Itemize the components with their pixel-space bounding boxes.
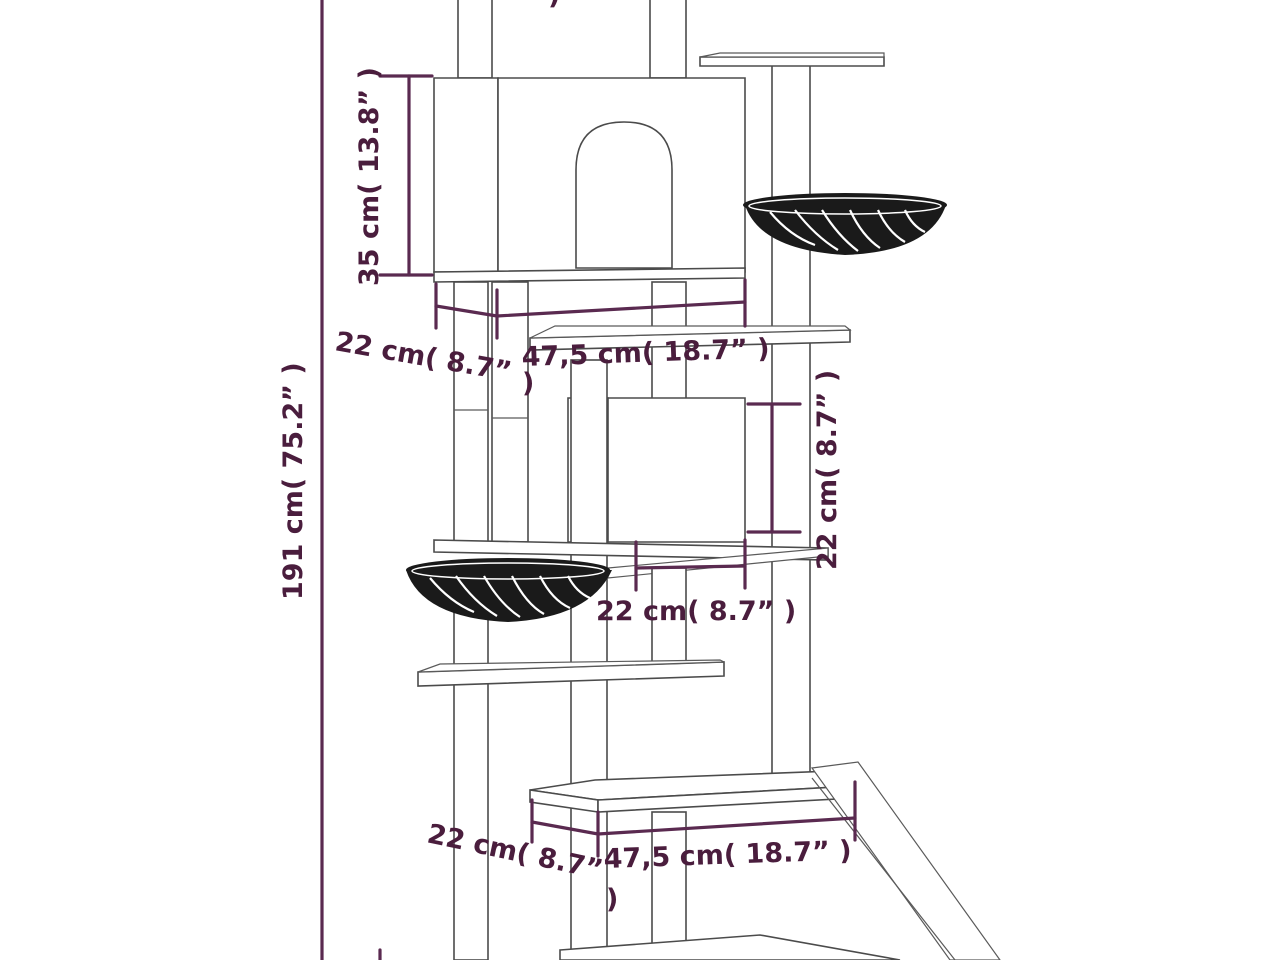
box-height-label: 22 cm( 8.7” ) bbox=[812, 370, 843, 570]
right-tall-post bbox=[771, 61, 811, 775]
bottom-base bbox=[559, 934, 901, 960]
post-base-1 bbox=[651, 811, 687, 960]
house-depth-close-label: ) bbox=[522, 368, 534, 399]
box-width-line bbox=[634, 564, 747, 570]
cat-tree bbox=[406, 0, 1001, 960]
top-hammock bbox=[743, 193, 947, 255]
top-platform-edge bbox=[699, 52, 885, 58]
step-platform-top bbox=[417, 659, 725, 673]
base-depth-close-label: ) bbox=[606, 884, 618, 915]
lower-hammock bbox=[406, 558, 612, 622]
top-partial-label: ) bbox=[548, 0, 560, 11]
base-width-label: 47,5 cm( 18.7” ) bbox=[603, 835, 852, 875]
house-arch-opening bbox=[575, 121, 673, 269]
box-width-label: 22 cm( 8.7” ) bbox=[596, 596, 796, 627]
dimension-labels: ) 191 cm( 75.2” ) 35 cm( 13.8” ) 22 cm( … bbox=[278, 0, 852, 915]
base-width-line bbox=[596, 816, 857, 836]
house-height-label: 35 cm( 13.8” ) bbox=[354, 67, 385, 286]
hammock-platform bbox=[433, 539, 829, 561]
top-post-right bbox=[649, 0, 687, 79]
post-lower-1 bbox=[453, 599, 489, 960]
middle-platform-top bbox=[529, 325, 852, 339]
total-height-label: 191 cm( 75.2” ) bbox=[278, 362, 309, 600]
house-width-line bbox=[495, 300, 747, 318]
base-depth-line bbox=[530, 820, 600, 836]
box-front bbox=[607, 397, 746, 543]
center-long-post bbox=[570, 359, 608, 960]
house-side bbox=[433, 77, 499, 273]
ramp-rail bbox=[811, 777, 956, 960]
top-post-left bbox=[457, 0, 493, 79]
post-under-house-1 bbox=[453, 281, 489, 543]
house-floor-platform bbox=[433, 267, 746, 283]
dimension-lines bbox=[320, 0, 857, 960]
house-depth-line bbox=[434, 304, 499, 318]
top-platform bbox=[699, 56, 885, 67]
